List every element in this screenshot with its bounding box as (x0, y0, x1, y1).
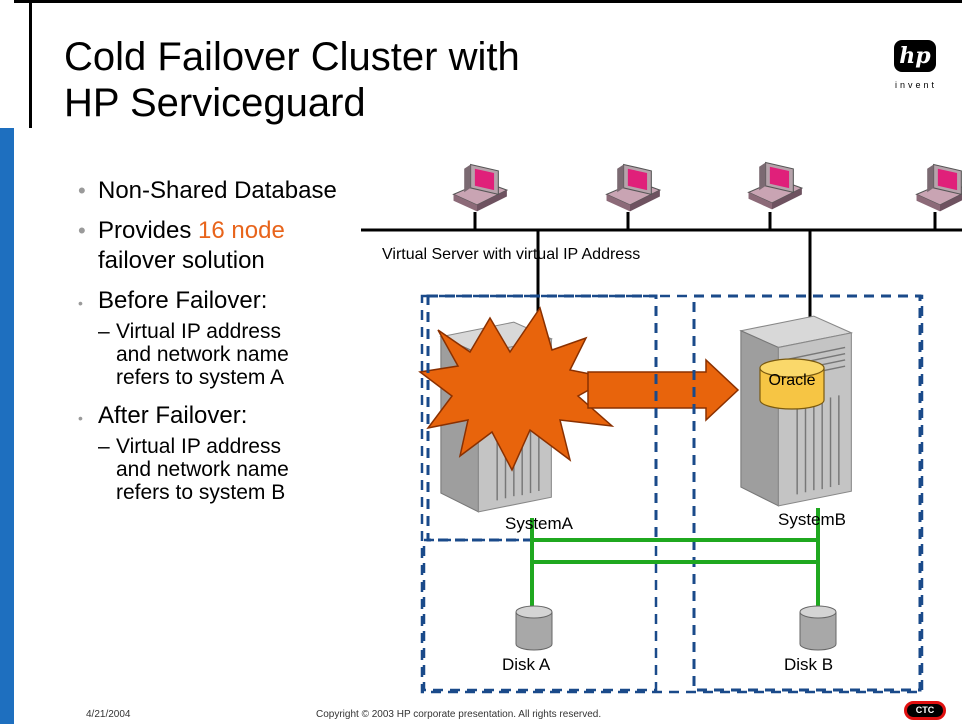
bullet-dot-icon: • (78, 410, 83, 426)
virtual-server-label: Virtual Server with virtual IP Address (382, 246, 641, 263)
system-b-label: SystemB (778, 510, 847, 529)
bullet-text: Before Failover: (98, 287, 268, 314)
disk-a-label: Disk A (502, 655, 551, 674)
disk-b-label: Disk B (784, 655, 834, 674)
hp-logo: hp invent (880, 40, 952, 96)
bullet-text-prefix: Provides (98, 217, 199, 244)
client-computer-icon (915, 163, 962, 212)
ctc-badge: CTC (904, 701, 946, 720)
client-computer-icon (747, 161, 803, 210)
dash-icon: – (98, 320, 110, 343)
failure-explosion-icon (418, 306, 615, 472)
sub-bullet-item: – Virtual IP address and network name re… (78, 320, 316, 389)
failover-arrow-icon (587, 358, 740, 422)
bullet-item: • Provides 16 node failover solution (78, 216, 348, 276)
bullet-text: Non-Shared Database (98, 177, 337, 204)
bullet-item: • After Failover: (78, 401, 348, 431)
title-corner-block (0, 0, 32, 128)
oracle-database-top (759, 358, 825, 378)
sub-bullet-text: Virtual IP address and network name refe… (116, 435, 289, 504)
bullet-dot-icon: • (78, 295, 83, 311)
slide-title: Cold Failover Cluster with HP Servicegua… (64, 34, 520, 126)
hp-logo-tagline: invent (894, 80, 938, 90)
cluster-box-disk-a (422, 538, 658, 692)
bullet-text-suffix: failover solution (98, 247, 265, 274)
bullet-item: • Non-Shared Database (78, 176, 348, 206)
sub-bullet-text: Virtual IP address and network name refe… (116, 320, 289, 389)
bullet-dot-icon: • (78, 218, 86, 243)
server-system-b-icon (740, 315, 853, 507)
cluster-box-system-b (692, 294, 922, 692)
oracle-database-icon (759, 368, 825, 410)
sub-bullet-item: – Virtual IP address and network name re… (78, 435, 316, 504)
slide-title-line-1: Cold Failover Cluster with (64, 35, 520, 79)
bullet-list: • Non-Shared Database • Provides 16 node… (78, 176, 348, 516)
bullet-text: After Failover: (98, 402, 248, 429)
footer-date: 4/21/2004 (86, 709, 131, 720)
top-border-line (14, 0, 962, 3)
disk-a-icon (515, 605, 553, 651)
footer-copyright: Copyright © 2003 HP corporate presentati… (316, 709, 602, 720)
disk-b-icon (799, 605, 837, 651)
dash-icon: – (98, 435, 110, 458)
oracle-label: Oracle (768, 372, 816, 389)
hp-logo-mark: hp (894, 40, 936, 72)
bullet-dot-icon: • (78, 178, 86, 203)
client-computer-icon (605, 163, 661, 212)
bullet-highlight: 16 node (198, 217, 285, 244)
bullet-item: • Before Failover: (78, 286, 348, 316)
title-bracket (14, 2, 32, 128)
system-a-label: SystemA (505, 514, 574, 533)
slide-title-line-2: HP Serviceguard (64, 81, 366, 125)
accent-side-bar (0, 0, 14, 724)
cluster-outer-box (420, 294, 924, 694)
client-computer-icon (452, 163, 508, 212)
